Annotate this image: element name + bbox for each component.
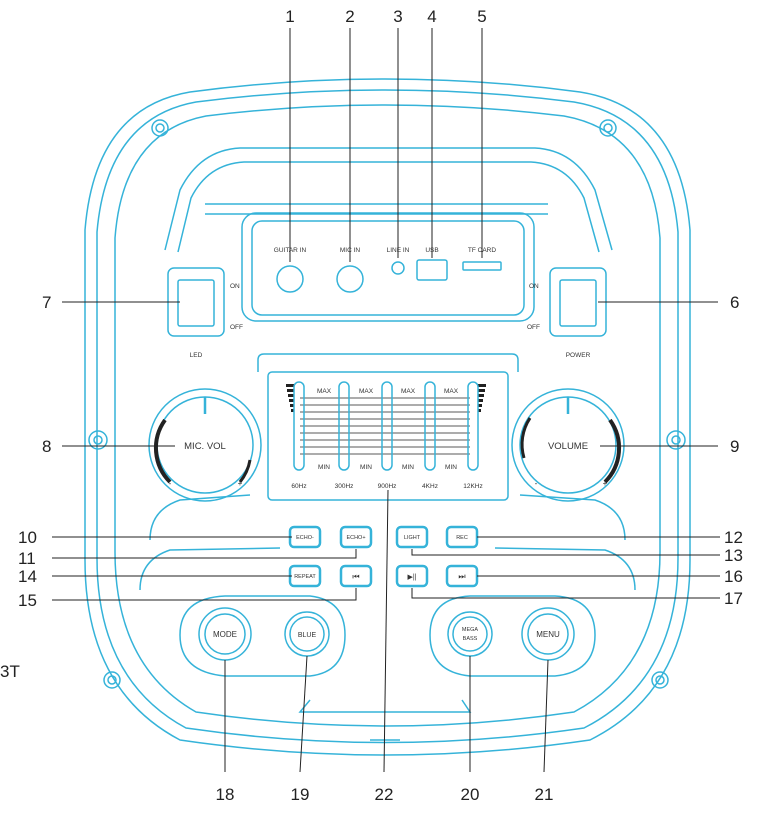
power-off-label: OFF (527, 324, 540, 331)
prev-icon: ⏮ (352, 572, 359, 581)
eq-min-3: MIN (402, 464, 414, 471)
mega-bass-label-2[interactable]: BASS (463, 636, 478, 642)
led-switch[interactable] (178, 280, 214, 326)
callout-1: 1 (285, 7, 294, 26)
eq-max-4: MAX (444, 388, 459, 395)
callout-numbers: 1 2 3 4 5 6 7 8 9 10 11 12 13 14 15 16 1… (18, 7, 743, 804)
callout-4: 4 (427, 7, 436, 26)
eq-slider-300hz[interactable] (338, 381, 350, 471)
light-label: LIGHT (404, 535, 421, 541)
volume-knob[interactable]: VOLUME - + (520, 397, 622, 488)
mega-bass-label-1[interactable]: MEGA (462, 627, 479, 633)
echo-plus-button[interactable] (339, 525, 373, 549)
tf-card-slot[interactable] (462, 261, 502, 271)
callout-7: 7 (42, 293, 51, 312)
usb-port[interactable] (416, 259, 448, 281)
eq-band-4khz: 4KHz (422, 483, 438, 490)
callout-12: 12 (724, 528, 743, 547)
callout-13: 13 (724, 546, 743, 565)
callout-16: 16 (724, 567, 743, 586)
play-pause-icon: ▶|| (407, 574, 416, 581)
mic-vol-plus: + (238, 479, 243, 488)
led-off-label: OFF (230, 324, 243, 331)
port-row: GUITAR IN MIC IN LINE IN USB TF CARD (274, 247, 502, 293)
power-on-label: ON (529, 283, 539, 290)
eq-level-meter-right (478, 384, 486, 412)
equalizer: MAX MAX MAX MAX MIN MIN MIN MIN 60Hz 300… (286, 381, 486, 490)
mic-vol-minus: - (169, 479, 172, 488)
echo-minus-label: ECHO- (296, 535, 314, 541)
guitar-in-jack[interactable] (276, 265, 304, 293)
callout-10: 10 (18, 528, 37, 547)
side-text: 3T (0, 662, 20, 681)
callout-19: 19 (291, 785, 310, 804)
volume-minus: - (535, 479, 538, 488)
mic-vol-knob[interactable]: MIC. VOL - + (153, 397, 252, 488)
eq-min-2: MIN (360, 464, 372, 471)
prev-button[interactable] (339, 564, 373, 588)
blue-button[interactable]: BLUE (298, 632, 317, 639)
eq-slider-60hz[interactable] (293, 381, 305, 471)
eq-slider-12khz[interactable] (467, 381, 479, 471)
eq-band-60hz: 60Hz (291, 483, 306, 490)
eq-band-900hz: 900Hz (378, 483, 397, 490)
led-on-label: ON (230, 283, 240, 290)
eq-max-1: MAX (317, 388, 332, 395)
line-in-jack[interactable] (391, 261, 405, 275)
callout-14: 14 (18, 567, 37, 586)
play-pause-button[interactable] (395, 564, 429, 588)
callout-6: 6 (730, 293, 739, 312)
next-icon: ⏭ (458, 572, 465, 581)
light-button[interactable] (395, 525, 429, 549)
callout-11: 11 (18, 549, 36, 568)
callout-9: 9 (730, 437, 739, 456)
callout-17: 17 (724, 589, 743, 608)
mode-button[interactable]: MODE (213, 630, 237, 639)
eq-grid-lines (300, 397, 470, 455)
mic-in-jack[interactable] (336, 265, 364, 293)
leader-lines (52, 28, 720, 773)
callout-22: 22 (375, 785, 394, 804)
power-switch[interactable] (560, 280, 596, 326)
eq-band-300hz: 300Hz (335, 483, 354, 490)
callout-8: 8 (42, 437, 51, 456)
eq-max-2: MAX (359, 388, 374, 395)
eq-level-meter-left (286, 384, 294, 412)
volume-plus: + (603, 479, 608, 488)
callout-18: 18 (216, 785, 235, 804)
speaker-body (84, 78, 691, 756)
eq-slider-900hz[interactable] (381, 381, 393, 471)
callout-5: 5 (477, 7, 486, 26)
repeat-label: REPEAT (294, 574, 316, 580)
callout-20: 20 (461, 785, 480, 804)
rec-label: REC (456, 535, 468, 541)
volume-label: VOLUME (548, 441, 588, 452)
mic-vol-label: MIC. VOL (184, 441, 226, 452)
menu-button[interactable]: MENU (536, 630, 560, 639)
callout-21: 21 (535, 785, 554, 804)
callout-15: 15 (18, 591, 37, 610)
eq-min-1: MIN (318, 464, 330, 471)
led-label: LED (190, 352, 203, 359)
eq-band-12khz: 12KHz (463, 483, 483, 490)
power-label: POWER (566, 352, 591, 359)
eq-min-4: MIN (445, 464, 457, 471)
callout-2: 2 (345, 7, 354, 26)
eq-max-3: MAX (401, 388, 416, 395)
eq-slider-4khz[interactable] (424, 381, 436, 471)
callout-3: 3 (393, 7, 402, 26)
echo-plus-label: ECHO+ (346, 535, 365, 541)
